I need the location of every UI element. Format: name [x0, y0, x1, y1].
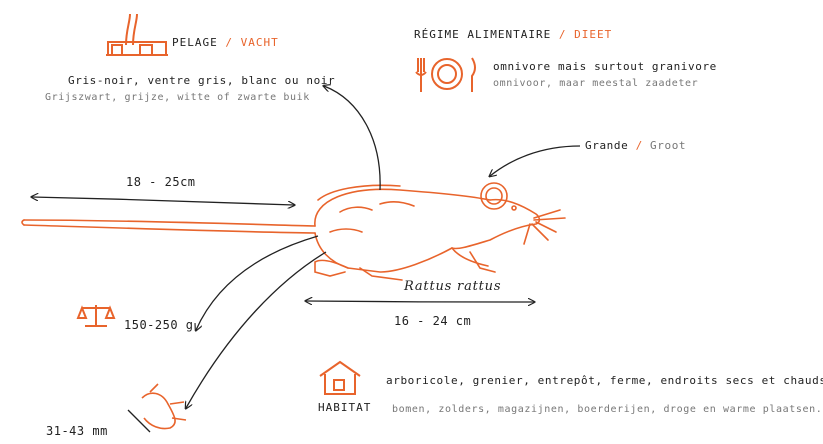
ears-label-fr: Grande — [585, 139, 628, 152]
pelage-title-nl: VACHT — [241, 36, 279, 49]
hair-icon — [106, 14, 168, 55]
habitat-title: HABITAT — [318, 401, 371, 414]
scale-icon — [78, 305, 114, 326]
foot-drawing — [142, 384, 186, 429]
body-length-arrow — [306, 301, 534, 302]
regime-line-fr: omnivore mais surtout granivore — [493, 60, 717, 73]
tail-length-arrow — [32, 197, 294, 205]
regime-title-sep: / — [559, 28, 567, 41]
foot-length-label: 31-43 mm — [46, 424, 108, 438]
body-length-label: 16 - 24 cm — [394, 314, 471, 328]
regime-title-fr: RÉGIME ALIMENTAIRE — [414, 28, 551, 41]
pelage-arrow — [324, 86, 380, 190]
species-name: Rattus rattus — [404, 279, 501, 294]
pelage-line-nl: Grijszwart, grijze, witte of zwarte buik — [45, 92, 310, 103]
foot-arrow — [186, 252, 326, 408]
house-icon — [320, 362, 360, 394]
pelage-title-sep: / — [225, 36, 233, 49]
pelage-title-fr: PELAGE — [172, 36, 218, 49]
habitat-line-nl: bomen, zolders, magazijnen, boerderijen,… — [392, 404, 822, 415]
cutlery-plate-icon — [416, 58, 475, 92]
ears-label: Grande / Groot — [585, 139, 686, 152]
rat-drawing — [22, 183, 565, 280]
ears-label-nl: Groot — [650, 139, 686, 152]
ears-label-sep: / — [636, 139, 643, 152]
regime-line-nl: omnivoor, maar meestal zaadeter — [493, 78, 698, 89]
pelage-title: PELAGE / VACHT — [172, 36, 279, 49]
pelage-line-fr: Gris-noir, ventre gris, blanc ou noir — [68, 74, 335, 87]
ears-arrow — [490, 146, 580, 176]
regime-title-nl: DIEET — [574, 28, 612, 41]
habitat-line-fr: arboricole, grenier, entrepôt, ferme, en… — [386, 374, 823, 387]
weight-label: 150-250 g — [124, 318, 194, 332]
weight-arrow — [196, 236, 318, 330]
regime-title: RÉGIME ALIMENTAIRE / DIEET — [414, 28, 612, 41]
tail-length-label: 18 - 25cm — [126, 175, 196, 189]
